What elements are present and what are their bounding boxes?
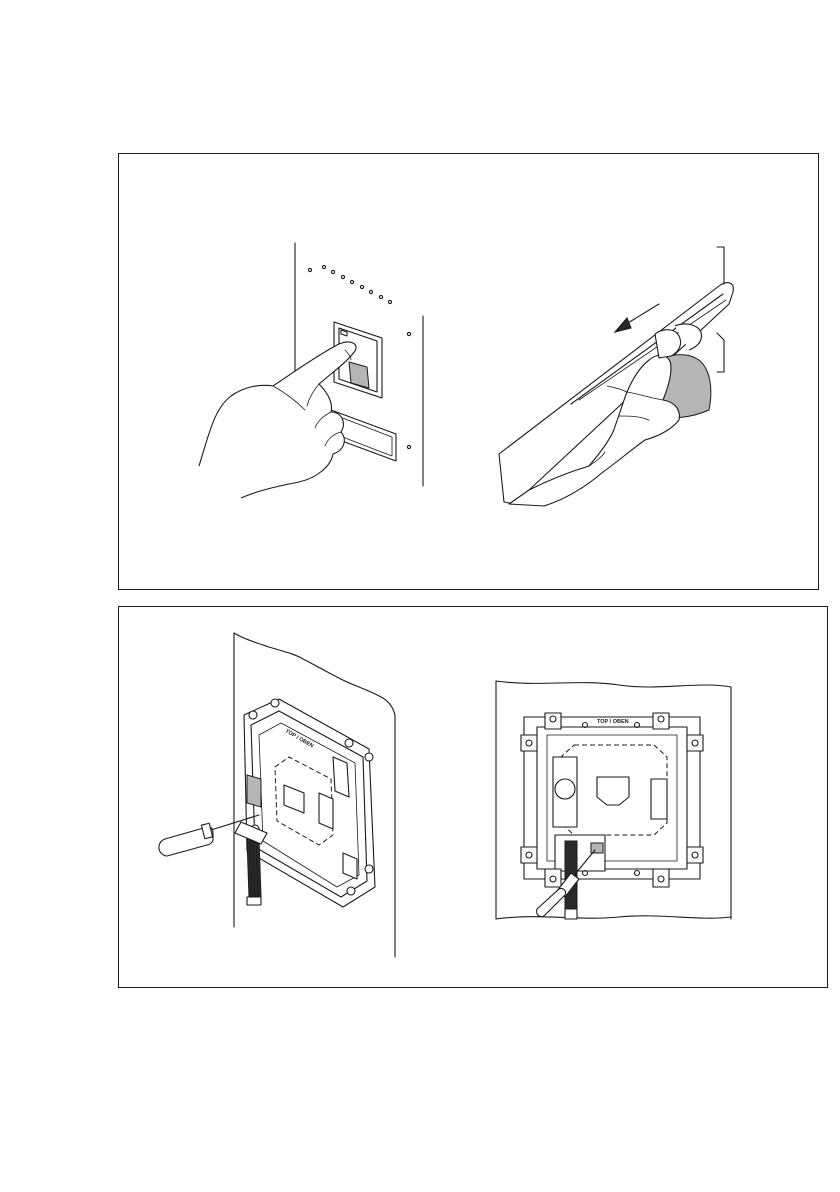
figure-panel-top — [118, 153, 819, 590]
slide-direction-arrow — [615, 304, 659, 332]
hand-left — [199, 342, 356, 498]
cable-left — [247, 839, 261, 905]
illustration-bottom: TOP / OBEN — [119, 607, 829, 989]
illustration-top — [119, 154, 820, 591]
module-frame-right: TOP / OBEN — [521, 713, 703, 887]
figure-panel-bottom: TOP / OBEN — [118, 606, 828, 988]
frame-marking-right: TOP / OBEN — [597, 719, 629, 725]
module-frame-left: TOP / OBEN — [244, 699, 375, 907]
